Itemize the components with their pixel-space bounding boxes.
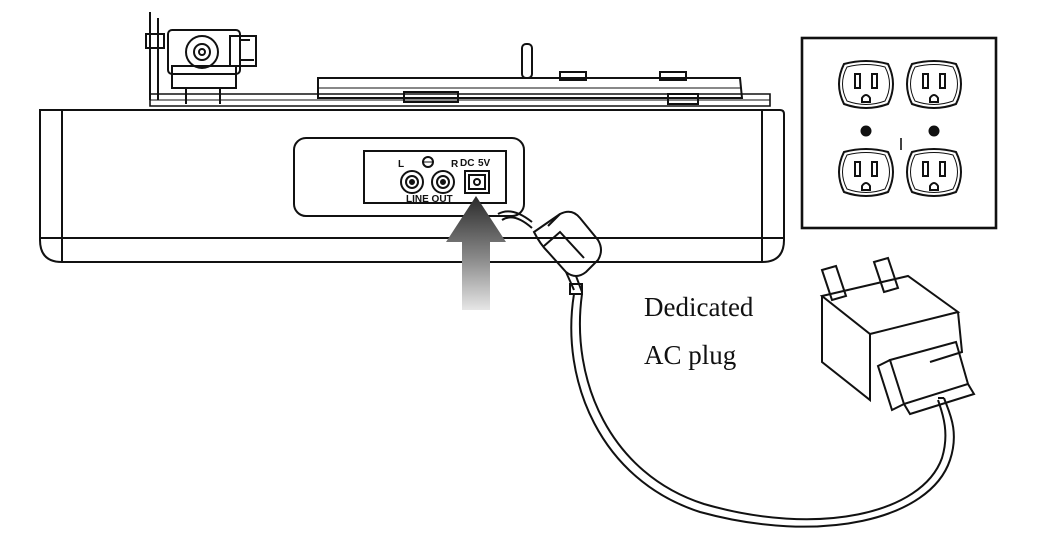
left-label: L [398, 159, 404, 170]
outlet-screw-right [928, 125, 940, 137]
outlet-receptacle-top-left [838, 60, 894, 109]
power-adapter-icon [819, 256, 976, 416]
spindle [521, 43, 533, 79]
caption-line-1: Dedicated [644, 292, 754, 322]
platter [317, 77, 744, 99]
adapter-prong-left [820, 264, 848, 302]
adapter-prong-right [872, 256, 900, 294]
right-label: R [451, 159, 459, 170]
outlet-receptacle-bottom-right [906, 148, 962, 197]
outlet-receptacle-top-right [906, 60, 962, 109]
wall-outlet-icon [800, 36, 998, 230]
rear-panel-inner [363, 150, 507, 204]
line-out-label: LINE OUT [406, 194, 453, 205]
turntable-body [39, 109, 785, 263]
line-out-right-jack [431, 170, 455, 194]
up-arrow-icon [446, 196, 506, 310]
outlet-screw-left [860, 125, 872, 137]
turntable-icon [39, 12, 785, 263]
l-plug [532, 210, 602, 277]
voltage-label: 5V [478, 158, 491, 169]
dc-input-jack [464, 170, 490, 194]
line-out-left-jack [400, 170, 424, 194]
power-cable [497, 210, 955, 528]
dc-label: DC [460, 158, 474, 169]
ground-screw [422, 156, 434, 168]
rear-panel [293, 137, 525, 217]
outlet-plate [800, 36, 998, 230]
tonearm [145, 12, 257, 104]
caption-line-2: AC plug [644, 340, 736, 370]
outlet-receptacle-bottom-left [838, 148, 894, 197]
